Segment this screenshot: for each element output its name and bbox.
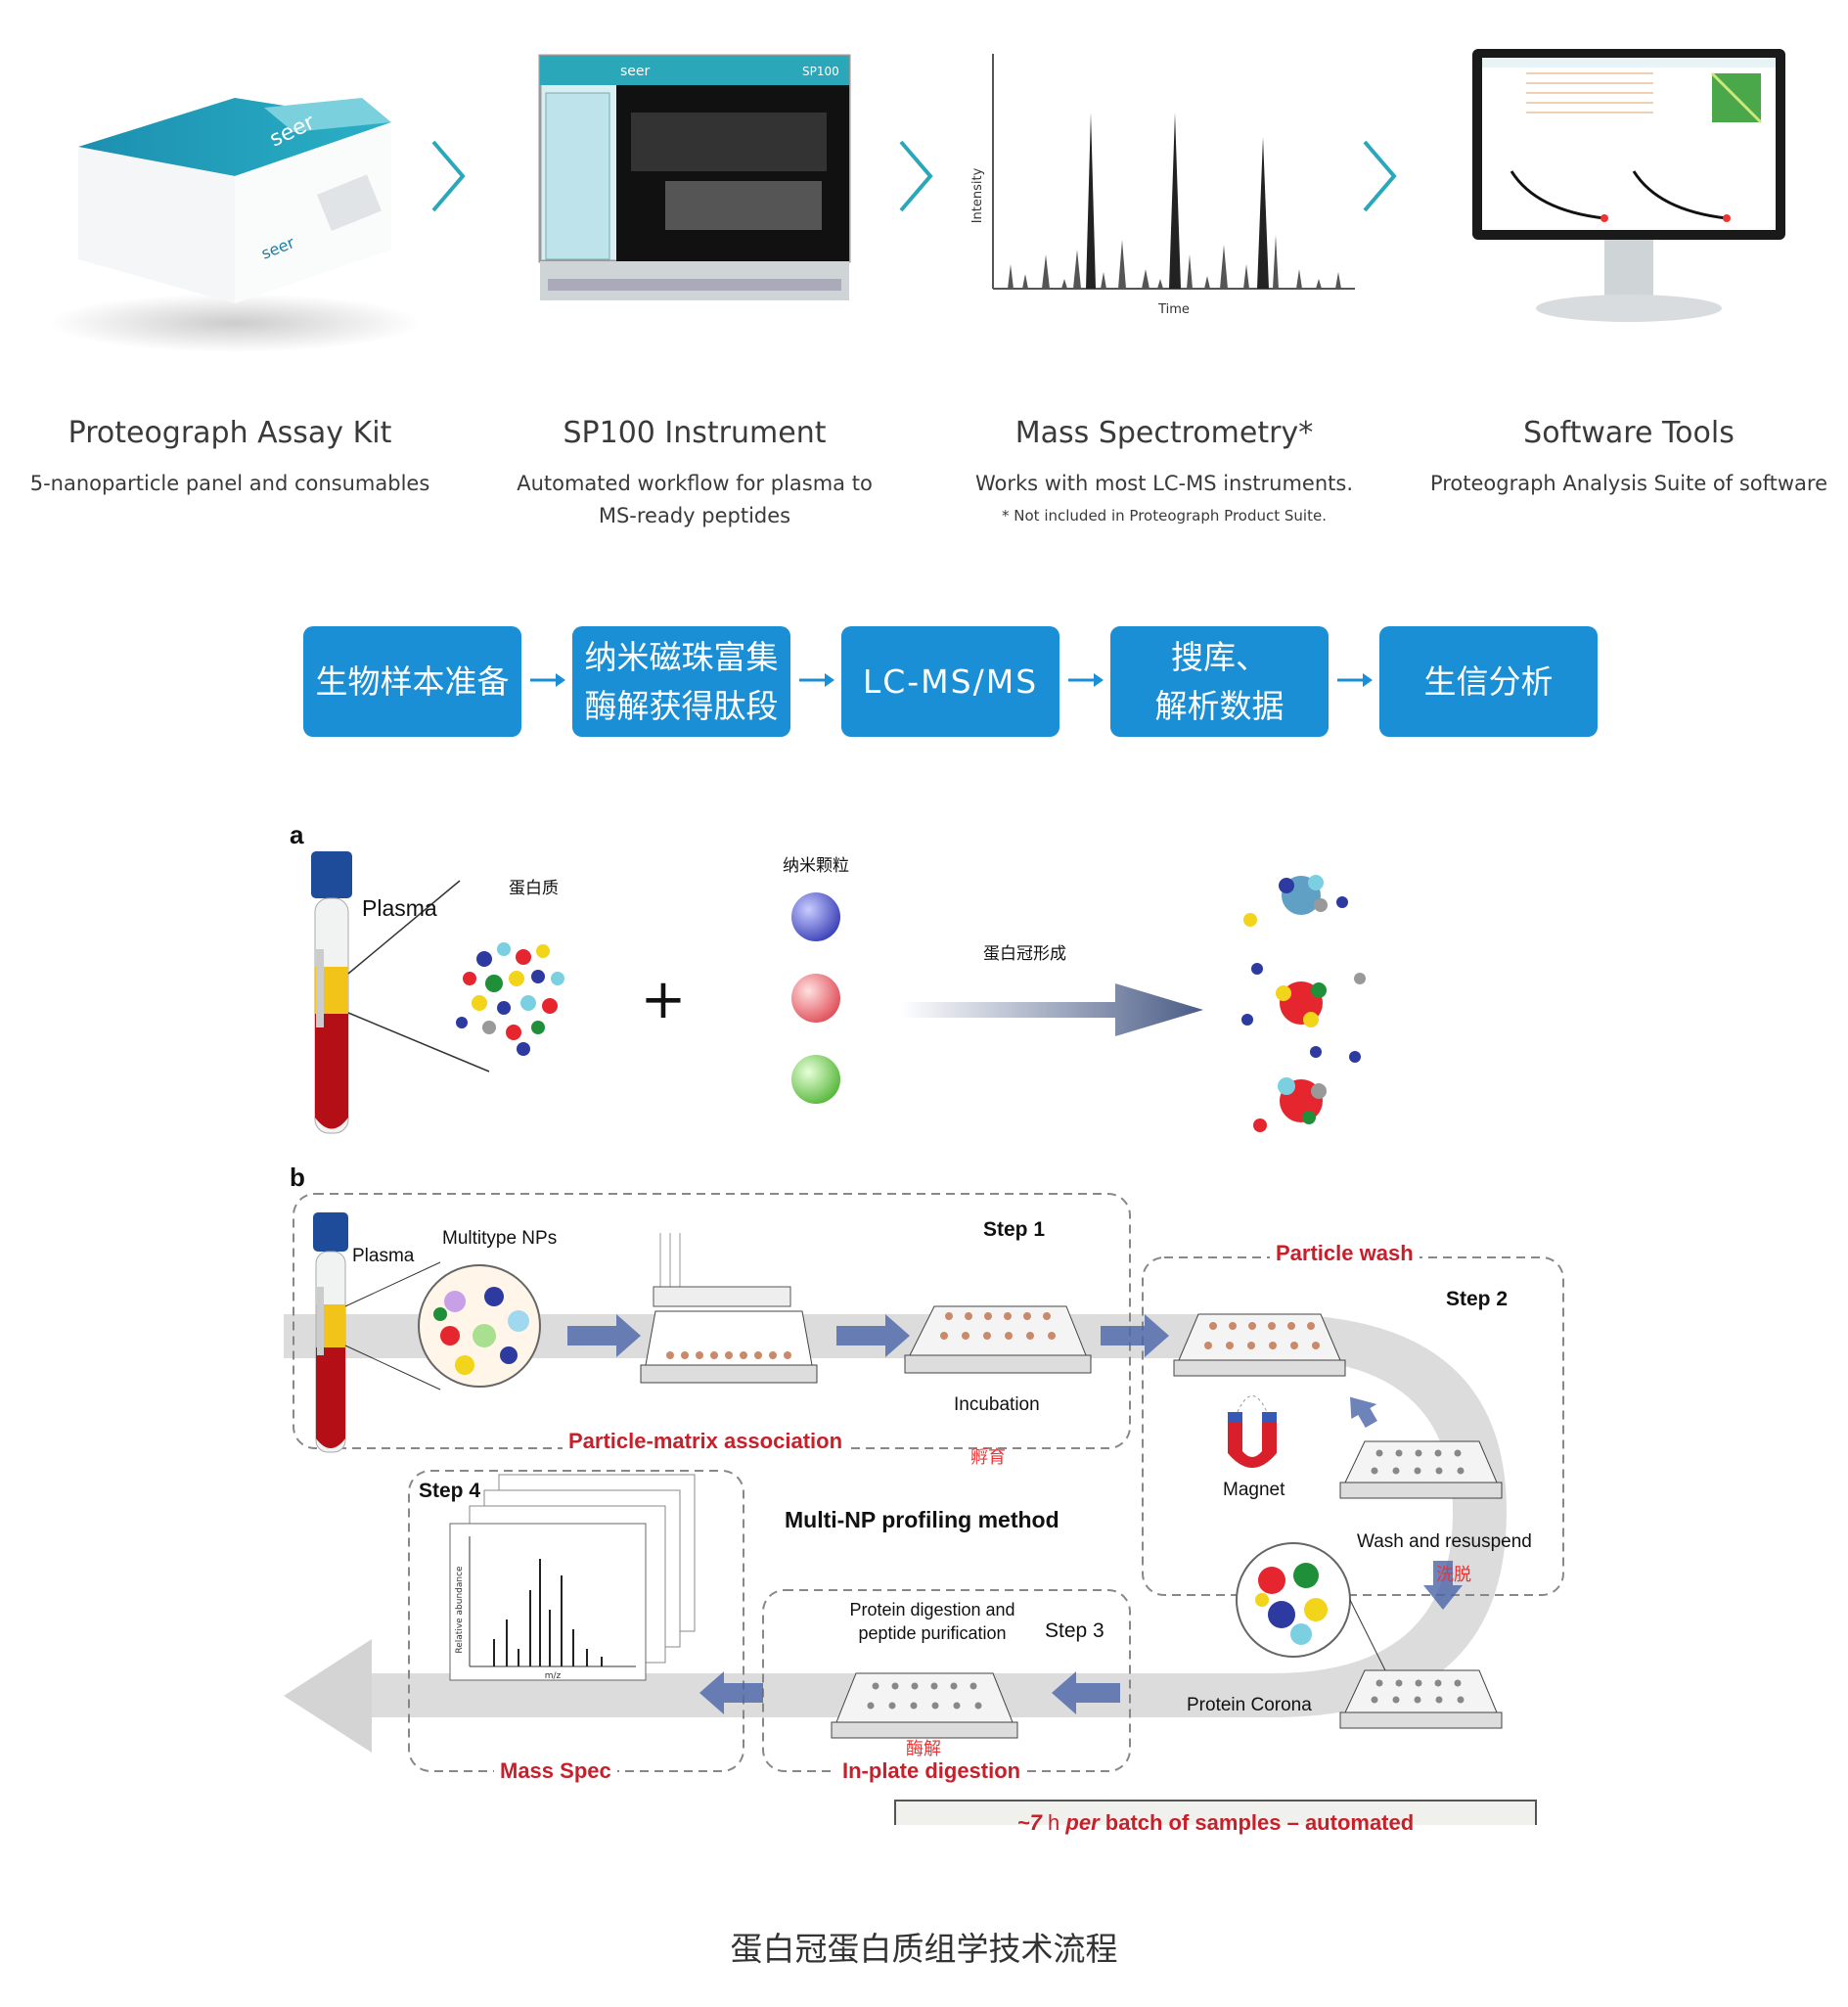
- corona-cluster-2: [1241, 963, 1366, 1058]
- major-peaks: [1086, 113, 1269, 289]
- workflow-step-bioinformatics: 生信分析: [1379, 626, 1598, 737]
- arrow-right-icon: [799, 673, 834, 687]
- arrow-right-icon: [530, 673, 565, 687]
- workflow-step-database-search: 搜库、 解析数据: [1110, 626, 1329, 737]
- protein-label: 蛋白质: [509, 879, 559, 897]
- banner-per: per: [1065, 1810, 1100, 1835]
- flow-arrowhead: [284, 1639, 372, 1753]
- wash-cn-label: 洗脱: [1436, 1565, 1471, 1584]
- arrow-right-icon: [1337, 673, 1373, 687]
- arrow-down-icon: [1423, 1561, 1463, 1610]
- incubation-cn-label: 孵育: [970, 1447, 1006, 1467]
- step2-box: [1142, 1256, 1564, 1596]
- plasma-label-a: Plasma: [362, 895, 437, 921]
- particle-matrix-label: Particle-matrix association: [563, 1429, 849, 1454]
- nanoparticle-red: [791, 974, 840, 1023]
- mass-spec-label: Mass Spec: [494, 1758, 617, 1784]
- product-subtitle-software: Proteograph Analysis Suite of software: [1429, 472, 1828, 495]
- particle-wash-label: Particle wash: [1270, 1241, 1420, 1266]
- banner-unit: h: [1048, 1810, 1060, 1835]
- instrument-brand: seer: [620, 64, 651, 79]
- nanoparticle-green: [791, 1055, 840, 1104]
- digestion-label: Protein digestion and peptide purificati…: [849, 1600, 1015, 1643]
- banner-prefix: ~7: [1016, 1810, 1042, 1835]
- digestion-plate: [831, 1672, 1018, 1739]
- protein-corona-label: Protein Corona: [1187, 1695, 1312, 1715]
- product-title-instrument: SP100 Instrument: [563, 416, 827, 450]
- arrow-left-icon: [699, 1671, 763, 1714]
- digestion-cn-label: 酶解: [906, 1739, 941, 1758]
- product-note-mass-spec: * Not included in Proteograph Product Su…: [1002, 507, 1327, 525]
- corona-plate: [1339, 1669, 1503, 1729]
- software-monitor-image: [1472, 49, 1785, 322]
- arrow-right-icon: [1101, 1314, 1169, 1357]
- workflow-step-sample-prep: 生物样本准备: [303, 626, 521, 737]
- blood-tube: [311, 851, 352, 1134]
- magnet-icon: [1228, 1395, 1277, 1468]
- protein-corona-circle: [1236, 1542, 1351, 1658]
- corona-formation-label: 蛋白冠形成: [983, 944, 1066, 963]
- plus-sign: +: [641, 968, 687, 1031]
- arrow-right-icon: [567, 1314, 641, 1357]
- corona-cluster-3: [1253, 1051, 1361, 1132]
- spectrum-y-label: Relative abundance: [455, 1566, 465, 1654]
- y-axis-label: Intensity: [970, 167, 985, 223]
- flow-band-curve: [1272, 1314, 1507, 1717]
- spectra-stack: Relative abundance m/z: [449, 1474, 696, 1681]
- arrow-right-icon: [1068, 673, 1104, 687]
- step4-label: Step 4: [419, 1480, 481, 1502]
- chevron-right-icon: [431, 140, 466, 212]
- multitype-nps-label: Multitype NPs: [442, 1228, 558, 1249]
- protein-cluster: [456, 942, 564, 1056]
- throughput-banner: [894, 1800, 1537, 1825]
- magnet-label: Magnet: [1223, 1480, 1285, 1500]
- x-axis-label: Time: [1157, 302, 1190, 317]
- nanoparticle-blue: [791, 892, 840, 941]
- incubation-plate: [904, 1305, 1092, 1374]
- panel-b-letter: b: [290, 1163, 305, 1192]
- step3-label: Step 3: [1045, 1619, 1104, 1642]
- step1-label: Step 1: [983, 1218, 1046, 1241]
- wash-plate-1: [1173, 1313, 1346, 1377]
- method-label: Multi-NP profiling method: [785, 1507, 1059, 1532]
- product-title-mass-spec: Mass Spectrometry*: [1014, 416, 1314, 450]
- panel-b-graphics: Relative abundance m/z: [284, 1193, 1564, 1825]
- table-lines: [1526, 72, 1653, 114]
- product-subtitle-instrument: Automated workflow for plasma to MS-read…: [517, 472, 873, 527]
- corona-formation-arrow: [900, 983, 1203, 1036]
- product-subtitle-mass-spec: Works with most LC-MS instruments.: [974, 472, 1354, 495]
- product-title-kit: Proteograph Assay Kit: [68, 416, 392, 450]
- product-title-software: Software Tools: [1523, 416, 1735, 450]
- workflow-step-enrichment: 纳米磁珠富集 酶解获得肽段: [572, 626, 790, 737]
- banner-rest: batch of samples – automated: [1104, 1810, 1415, 1835]
- spectrum-peaks: [1008, 235, 1341, 289]
- arrow-right-icon: [836, 1314, 910, 1357]
- in-plate-digestion-label: In-plate digestion: [836, 1758, 1027, 1784]
- pipette-plate: [640, 1233, 818, 1384]
- assay-kit-image: seer seer: [49, 98, 421, 352]
- nanoparticle-label: 纳米颗粒: [783, 856, 849, 875]
- arrow-down-icon: [1350, 1396, 1377, 1428]
- figure-caption-text: 蛋白冠蛋白质组学技术流程: [730, 1930, 1118, 1968]
- chevron-right-icon: [899, 140, 933, 212]
- incubation-label: Incubation: [954, 1394, 1040, 1415]
- product-subtitle-kit: 5-nanoparticle panel and consumables: [29, 472, 430, 495]
- plasma-label-b: Plasma: [352, 1246, 415, 1266]
- panel-a-graphics: +: [311, 851, 1366, 1134]
- step2-label: Step 2: [1446, 1288, 1509, 1310]
- chevron-right-icon: [1363, 140, 1397, 212]
- throughput-banner-text: ~7 h per batch of samples – automated: [895, 1810, 1536, 1836]
- corona-cluster-1: [1243, 875, 1348, 927]
- workflow-step-lcms: LC-MS/MS: [841, 626, 1059, 737]
- blood-tube-b: [313, 1212, 348, 1453]
- sp100-instrument-image: seer SP100: [538, 54, 851, 300]
- wash-resuspend-label: Wash and resuspend: [1357, 1531, 1532, 1552]
- wash-plate-2: [1339, 1440, 1503, 1499]
- arrow-left-icon: [1052, 1671, 1120, 1714]
- spectrum-x-label: m/z: [545, 1671, 562, 1681]
- panel-a-letter: a: [290, 820, 304, 849]
- instrument-model: SP100: [802, 65, 839, 78]
- multitype-np-circle: [418, 1264, 541, 1388]
- mass-spectrum-chart: Intensity Time: [970, 54, 1355, 317]
